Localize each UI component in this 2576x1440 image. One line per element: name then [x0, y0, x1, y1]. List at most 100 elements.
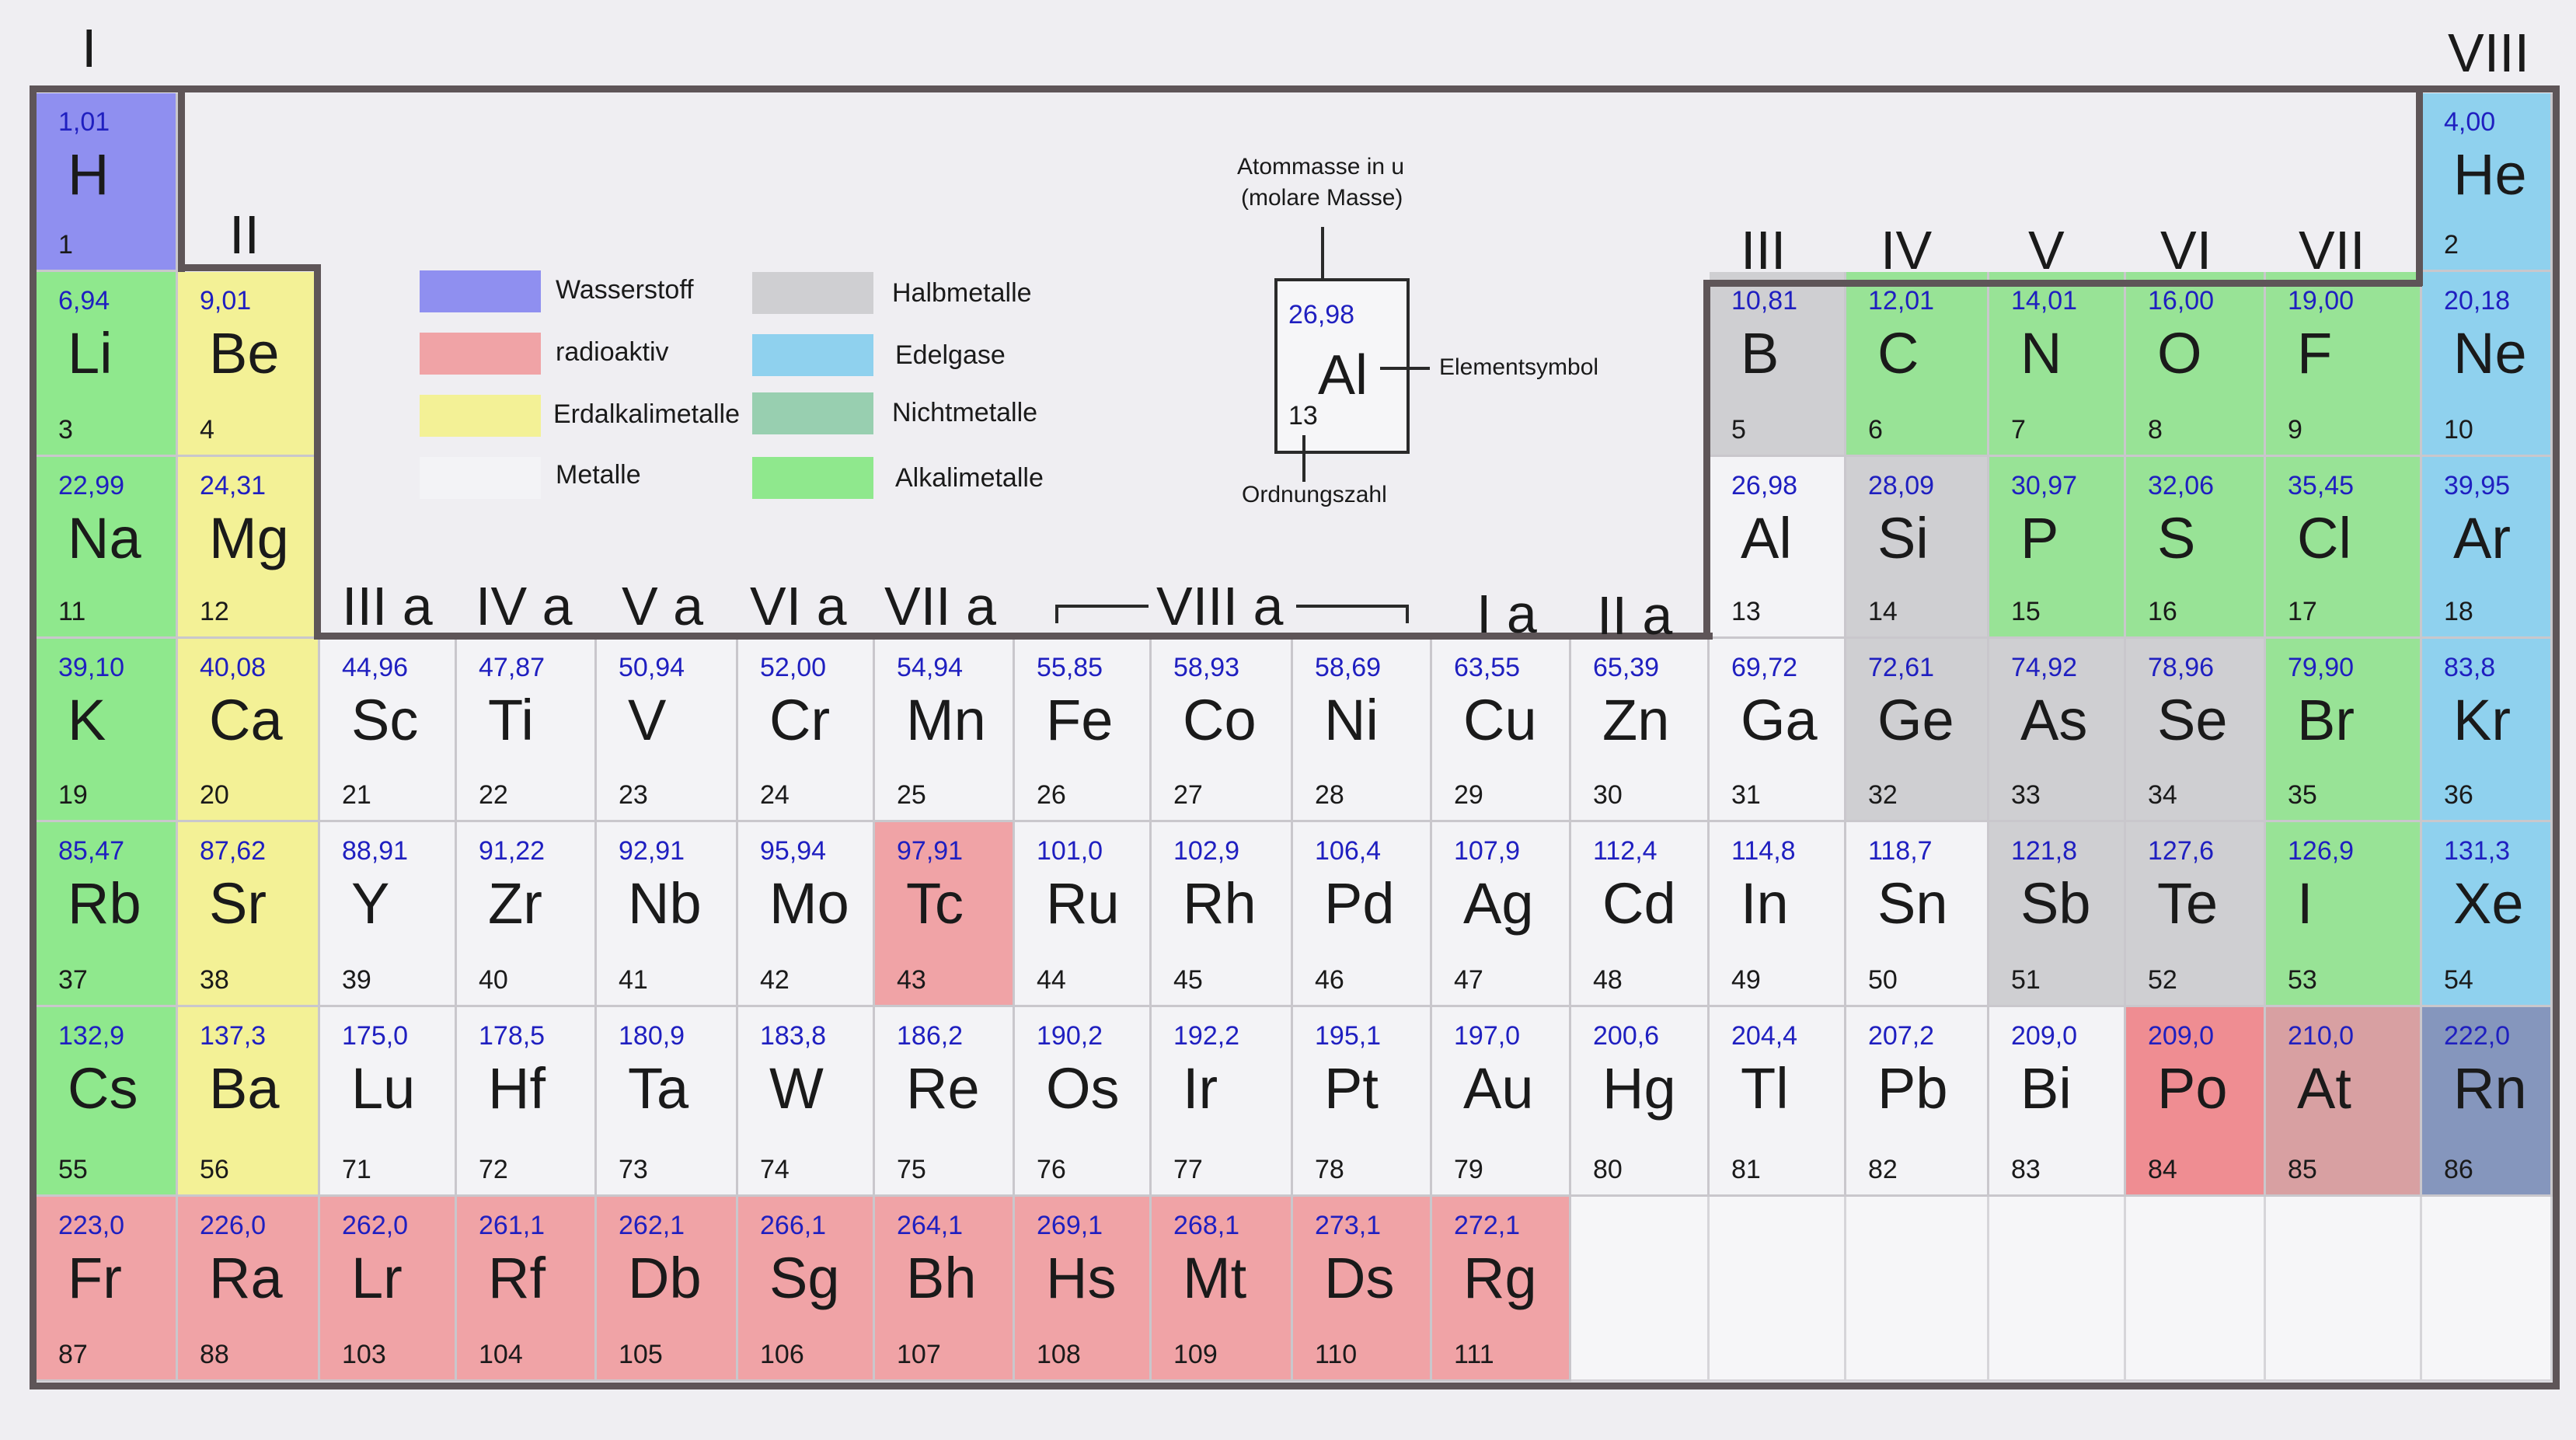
element-symbol: Fe — [1046, 688, 1114, 752]
element-symbol: Te — [2157, 871, 2219, 936]
element-mass: 83,8 — [2444, 653, 2496, 682]
element-mass: 262,1 — [619, 1211, 685, 1240]
element-symbol: Cl — [2297, 506, 2351, 570]
element-symbol: S — [2157, 506, 2196, 570]
element-mass: 183,8 — [760, 1021, 827, 1051]
group-label-V: V — [2028, 220, 2065, 281]
element-number: 81 — [1731, 1155, 1761, 1184]
element-mass: 65,39 — [1593, 653, 1660, 682]
element-symbol: Se — [2157, 688, 2228, 752]
element-symbol: Mn — [906, 688, 986, 752]
element-number: 39 — [342, 965, 371, 995]
group-label-IIIa: III a — [342, 576, 433, 636]
element-mass: 39,95 — [2444, 471, 2511, 500]
element-symbol: Rg — [1463, 1246, 1537, 1310]
element-mass: 273,1 — [1315, 1211, 1382, 1240]
element-number: 6 — [1868, 415, 1883, 445]
element-mass: 106,4 — [1315, 836, 1382, 866]
element-mass: 186,2 — [897, 1021, 964, 1051]
element-number: 107 — [897, 1340, 941, 1369]
element-mass: 200,6 — [1593, 1021, 1660, 1051]
element-mass: 226,0 — [200, 1211, 267, 1240]
VIIIa-bracket-left-tick — [1055, 605, 1058, 623]
element-symbol: O — [2157, 321, 2202, 385]
element-mass: 121,8 — [2011, 836, 2078, 866]
element-number: 78 — [1315, 1155, 1344, 1184]
element-number: 41 — [619, 965, 648, 995]
element-mass: 91,22 — [479, 836, 546, 866]
element-number: 7 — [2011, 415, 2026, 445]
element-number: 42 — [760, 965, 790, 995]
element-mass: 44,96 — [342, 653, 409, 682]
element-mass: 52,00 — [760, 653, 827, 682]
key-symbol-caption: Elementsymbol — [1439, 354, 1599, 380]
element-mass: 88,91 — [342, 836, 409, 866]
frame-step-main-right — [1703, 280, 1710, 639]
legend-label-nichtmetalle: Nichtmetalle — [892, 398, 1038, 427]
element-number: 27 — [1173, 780, 1203, 810]
element-symbol: Re — [906, 1056, 980, 1121]
element-mass: 10,81 — [1731, 286, 1798, 316]
element-symbol: Si — [1877, 506, 1929, 570]
element-mass: 114,8 — [1731, 836, 1796, 866]
element-mass: 131,3 — [2444, 836, 2511, 866]
element-symbol: Bh — [906, 1246, 977, 1310]
key-mass-caption-1: Atommasse in u — [1237, 154, 1405, 180]
element-mass: 101,0 — [1037, 836, 1103, 866]
element-number: 88 — [200, 1340, 229, 1369]
element-mass: 63,55 — [1454, 653, 1521, 682]
element-mass: 19,00 — [2288, 286, 2355, 316]
empty-cell — [2266, 1197, 2422, 1382]
element-number: 21 — [342, 780, 371, 810]
element-number: 106 — [760, 1340, 804, 1369]
group-label-III: III — [1741, 220, 1786, 281]
key-number-line — [1302, 435, 1305, 482]
element-number: 31 — [1731, 780, 1761, 810]
element-number: 43 — [897, 965, 926, 995]
element-mass: 264,1 — [897, 1211, 964, 1240]
frame-step-ii — [178, 85, 185, 272]
group-label-VII: VII — [2299, 220, 2365, 281]
element-mass: 204,4 — [1731, 1021, 1798, 1051]
element-symbol: As — [2020, 688, 2088, 752]
element-mass: 209,0 — [2148, 1021, 2215, 1051]
element-mass: 1,01 — [58, 107, 110, 137]
element-mass: 272,1 — [1454, 1211, 1521, 1240]
element-mass: 40,08 — [200, 653, 267, 682]
element-symbol: Ge — [1877, 688, 1954, 752]
element-symbol: Cs — [68, 1056, 138, 1121]
element-symbol: Ds — [1324, 1246, 1395, 1310]
element-symbol: F — [2297, 321, 2333, 385]
element-number: 32 — [1868, 780, 1898, 810]
element-mass: 126,9 — [2288, 836, 2355, 866]
element-symbol: H — [68, 142, 110, 207]
key-mass-caption-2: (molare Masse) — [1241, 185, 1403, 211]
element-mass: 85,47 — [58, 836, 125, 866]
element-mass: 190,2 — [1037, 1021, 1103, 1051]
legend-label-halbmetalle: Halbmetalle — [892, 278, 1032, 308]
element-symbol: Ni — [1324, 688, 1379, 752]
element-symbol: Ru — [1046, 871, 1120, 936]
element-number: 37 — [58, 965, 88, 995]
element-number: 83 — [2011, 1155, 2041, 1184]
element-mass: 79,90 — [2288, 653, 2355, 682]
element-number: 24 — [760, 780, 790, 810]
element-symbol: Mg — [209, 506, 289, 570]
element-number: 20 — [200, 780, 229, 810]
element-symbol: Rf — [488, 1246, 546, 1310]
